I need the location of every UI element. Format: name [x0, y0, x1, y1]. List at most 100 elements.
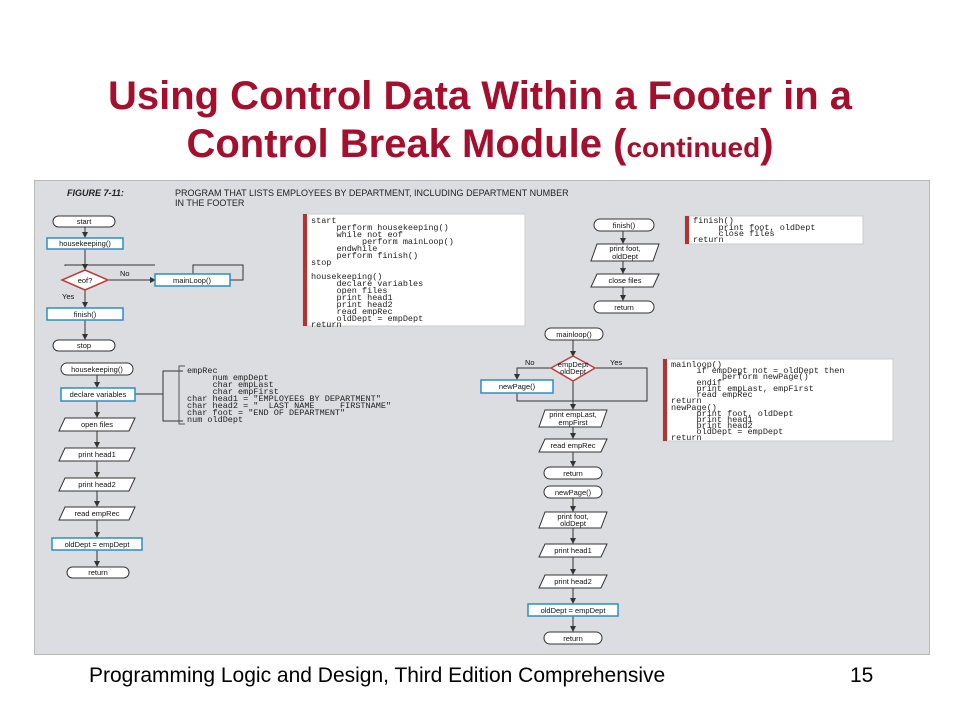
dec-olddept-label: oldDept: [560, 367, 587, 376]
title-close: ): [760, 122, 774, 166]
declare-variables-process: [60, 387, 136, 402]
print-head2-label: print head2: [78, 480, 116, 489]
eof-label: eof?: [78, 276, 93, 285]
start-label: start: [77, 217, 93, 226]
finish-code-line: close files: [693, 229, 775, 239]
housekeeping-process: [46, 237, 124, 250]
figure-caption-line1: PROGRAM THAT LISTS EMPLOYEES BY DEPARTME…: [175, 188, 569, 198]
mainloop-label: mainLoop(): [173, 276, 211, 285]
decl-line: char empFirst: [187, 387, 279, 397]
mainloop-flowchart: mainloop() empDept oldDept No Yes newPag…: [480, 327, 648, 480]
code-line: housekeeping(): [311, 272, 382, 282]
close-files-io: [590, 273, 660, 288]
dec-empdept-label: empDept: [558, 360, 589, 369]
assign-olddept-process: [51, 537, 143, 551]
code-line: perform mainLoop(): [311, 237, 454, 247]
code-line: open files: [311, 286, 388, 296]
finish-process: [46, 307, 124, 321]
finish-terminal: [593, 218, 655, 232]
figure-panel: FIGURE 7-11: PROGRAM THAT LISTS EMPLOYEE…: [34, 180, 930, 655]
assign-olddept-label: oldDept = empDept: [65, 540, 131, 549]
housekeeping-label: housekeeping(): [59, 239, 111, 248]
code-line: print head2: [311, 300, 393, 310]
mainloop-process: [154, 273, 231, 287]
np-return-terminal: [543, 631, 603, 645]
np-print-head1-io: [538, 543, 608, 558]
ml-code-line: return: [671, 433, 702, 443]
dept-change-decision: [549, 355, 597, 382]
ml-code-line: endif: [671, 378, 722, 388]
title-main: Using Control Data Within a Footer in a …: [107, 74, 853, 166]
ml-code-line: print head2: [671, 421, 753, 431]
finish-return-terminal: [593, 300, 655, 314]
np-print-foot-label: print foot,: [557, 512, 588, 521]
mainloop-terminal: [544, 327, 604, 341]
code-line: perform finish(): [311, 251, 418, 261]
figure-caption-label: FIGURE 7-11:: [67, 188, 124, 198]
finish-pseudocode: finish() print foot, oldDept close files…: [684, 215, 864, 245]
decl-line: num empDept: [187, 373, 269, 383]
hk-return-terminal: [66, 566, 130, 579]
open-files-io: [58, 417, 136, 432]
code-line: start: [311, 216, 337, 226]
eof-decision: [60, 269, 110, 291]
code-line: endwhile: [311, 244, 377, 254]
ml-code-line: print foot, oldDept: [671, 409, 793, 419]
stop-label: stop: [77, 341, 91, 350]
ml-code-line: return: [671, 396, 702, 406]
print-head1-io: [58, 447, 136, 462]
dec-no-label: No: [525, 358, 535, 367]
code-line: print head1: [311, 293, 393, 303]
decl-line: char foot = "END OF DEPARTMENT": [187, 408, 345, 418]
finish-code-line: print foot, oldDept: [693, 223, 815, 233]
main-flowchart: start housekeeping() eof? No Yes mainLoo…: [46, 215, 244, 352]
hk-label: housekeeping(): [71, 365, 123, 374]
footer-book-title: Programming Logic and Design, Third Edit…: [89, 664, 666, 687]
print-foot-io: [590, 243, 660, 262]
ml-code-line: if empDept not = oldDept then: [671, 366, 844, 376]
finish-return-label: return: [614, 303, 634, 312]
finish-terminal-label: finish(): [613, 221, 636, 230]
decl-line: char head2 = " LAST NAME FIRSTNAME": [187, 401, 391, 411]
figure-caption-line2: IN THE FOOTER: [175, 198, 245, 208]
flowchart-figure: FIGURE 7-11: PROGRAM THAT LISTS EMPLOYEE…: [46, 188, 894, 645]
ml-code-line: print head1: [671, 415, 753, 425]
mainloop-terminal-label: mainloop(): [556, 330, 592, 339]
np-print-head2-io: [538, 574, 608, 589]
title-continued: continued: [626, 132, 761, 163]
code-line: return: [311, 320, 342, 330]
code-line: perform housekeeping(): [311, 223, 449, 233]
finish-flowchart: finish() print foot, oldDept close files…: [590, 218, 660, 314]
newpage-process-label: newPage(): [499, 382, 536, 391]
np-assign-process: [527, 603, 619, 617]
np-print-head1-label: print head1: [554, 546, 592, 555]
ml-code-line: read empRec: [671, 390, 753, 400]
ml-read-emprec-label: read empRec: [550, 441, 595, 450]
declarations-pseudocode: empRec num empDept char empLast char emp…: [178, 365, 391, 425]
ml-code-line: perform newPage(): [671, 372, 809, 382]
newpage-flowchart: newPage() print foot, oldDept print head…: [527, 485, 619, 645]
print-empfirst-label: empFirst: [558, 418, 588, 427]
print-emplast-label: print empLast,: [549, 410, 597, 419]
dec-yes-label: Yes: [610, 358, 622, 367]
eof-no-label: No: [120, 269, 130, 278]
ml-code-line: mainloop(): [671, 360, 722, 370]
code-line: oldDept = empDept: [311, 314, 423, 324]
slide-title: Using Control Data Within a Footer in a …: [40, 72, 920, 172]
start-terminal: [52, 215, 116, 228]
hk-terminal: [60, 362, 134, 376]
ml-code-line: newPage(): [671, 403, 717, 413]
mainloop-return-terminal: [543, 466, 603, 480]
mainloop-pseudocode: mainloop() if empDept not = oldDept then…: [662, 358, 894, 443]
stop-terminal: [52, 339, 116, 352]
ml-code-line: print empLast, empFirst: [671, 384, 814, 394]
close-files-label: close files: [609, 276, 642, 285]
print-olddept-label: oldDept: [612, 252, 639, 261]
read-emprec-label: read empRec: [74, 509, 119, 518]
newpage-process: [480, 379, 554, 394]
code-line: read empRec: [311, 307, 393, 317]
open-files-label: open files: [81, 420, 113, 429]
declare-label: declare variables: [70, 390, 127, 399]
print-emplast-io: [538, 409, 608, 428]
print-head2-io: [58, 477, 136, 492]
